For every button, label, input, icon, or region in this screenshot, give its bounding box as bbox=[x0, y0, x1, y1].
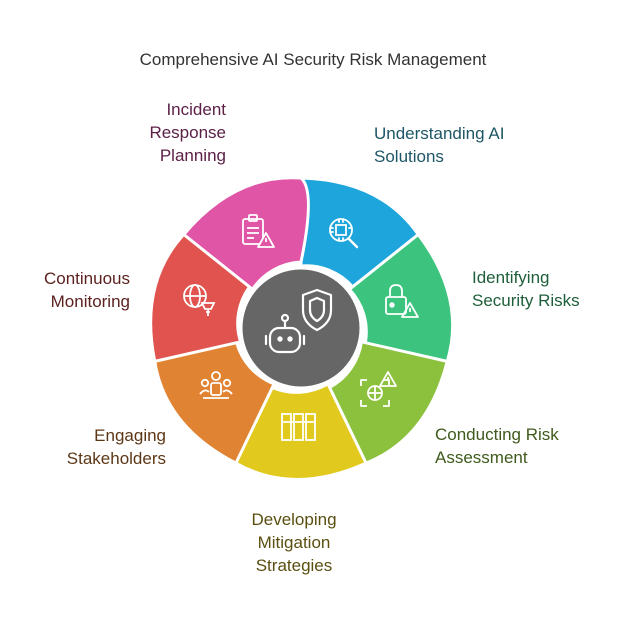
label-mitigation: Developing Mitigation Strategies bbox=[251, 510, 337, 575]
label-assessment: Conducting Risk Assessment bbox=[435, 425, 559, 467]
center-hub bbox=[239, 266, 363, 390]
diagram-title: Comprehensive AI Security Risk Managemen… bbox=[139, 50, 487, 69]
shield-icon bbox=[301, 288, 333, 332]
radar-warning-icon bbox=[360, 371, 397, 407]
label-incident: Incident Response Planning bbox=[149, 100, 226, 165]
people-group-icon bbox=[199, 371, 233, 399]
lock-warning-icon bbox=[385, 284, 419, 318]
label-monitoring: Continuous Monitoring bbox=[43, 269, 130, 311]
barrier-icon bbox=[281, 413, 316, 441]
label-understanding: Understanding AI Solutions bbox=[374, 124, 505, 166]
clipboard-warning-icon bbox=[242, 214, 275, 248]
label-identifying: Identifying Security Risks bbox=[472, 268, 580, 310]
globe-monitor-icon bbox=[183, 284, 216, 316]
wedge-incident bbox=[182, 176, 310, 291]
label-stakeholders: Engaging Stakeholders bbox=[66, 426, 166, 468]
chip-search-icon bbox=[329, 218, 359, 249]
robot-icon bbox=[264, 313, 306, 354]
